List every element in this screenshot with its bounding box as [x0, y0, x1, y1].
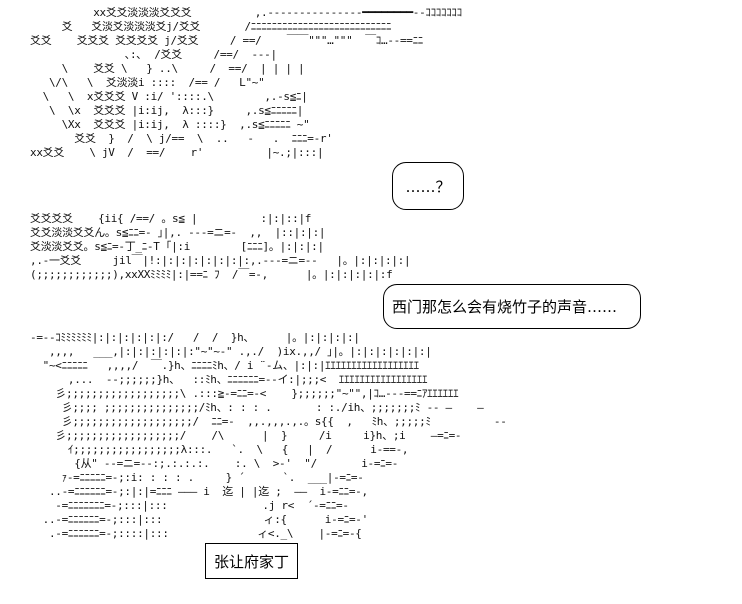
ascii-art-line: ｧ-=ﾆﾆﾆﾆﾆ=-;:i: : : : . } ´ `. ___|-=ﾆ=-	[30, 471, 364, 484]
ascii-art-line: (;;;;;;;;;;;;),xxXXﾐﾐﾐﾐ|:|==ﾆ ﾌ /￣=-, |。…	[30, 268, 393, 281]
character-name-box: 张让府家丁	[205, 543, 298, 579]
ascii-art-line: -=--ｺﾐﾐﾐﾐﾐﾐ|:|:|:|:|:|:/ / / }h、 |。|:|:|…	[30, 331, 360, 344]
ascii-art-line: 爻爻淡淡爻爻ん。s≦ﾆﾆ=- ｣|,. ---=ニ=- ,, |::|:|:|	[30, 226, 326, 239]
ascii-art-line: 爻爻爻爻 {ii{ /==/ 。s≦ | :|:|::|f	[30, 212, 312, 225]
ascii-art-line: 爻爻 } / \ j/== \ .. - . ﾆﾆﾆ=-r'	[30, 132, 333, 145]
ascii-art-line: ｲ;;;;;;;;;;;;;;;;;λ:::. `. \ { | / i-==-…	[30, 443, 409, 456]
ascii-art-line: .-=ﾆﾆﾆﾆﾆﾆ=-;::::|::: ィ<._\ |-=ﾆ=-{	[30, 527, 362, 540]
speech-text: 西门那怎么会有烧竹子的声音……	[392, 298, 618, 316]
ascii-art-line: \ \ x爻爻爻 V :i/ '::::.\ ,.-s≦ﾆ|	[30, 90, 308, 103]
ascii-art-line: 彡;;;;;;;;;;;;;;;;;;;/ ﾆﾆ=- ,,.,,,.,.。s{{…	[30, 415, 507, 428]
ascii-art-line: ..-=ﾆﾆﾆﾆﾆﾆ=-;:::|::: ィ:{ i-=ﾆ=-'	[30, 513, 369, 526]
ascii-art-line: 爻 爻淡爻淡淡淡爻j/爻爻 /ﾆﾆﾆﾆﾆﾆﾆﾆﾆﾆﾆﾆﾆﾆﾆﾆﾆﾆﾆﾆﾆﾆﾆﾆﾆ…	[30, 20, 392, 33]
ascii-art-line: ,,,, ___,|:|:|:|:|:|:"~"~-" .,./ )ix.,,/…	[30, 345, 432, 358]
ascii-art-line: "~<ﾆﾆﾆﾆﾆ ,,,,/ ￣.}h、ﾆﾆﾆﾆﾐh、/ i ¨-ム、|:|:|…	[30, 359, 419, 372]
speech-text: ……？	[405, 177, 451, 196]
ascii-art-line: 彡;;;; ;;;;;;;;;;;;;;;/ﾐh、: : : . : :./ih…	[30, 401, 484, 414]
speech-bubble-question: ……？	[392, 162, 464, 210]
speech-bubble-main: 西门那怎么会有烧竹子的声音……	[383, 284, 641, 329]
ascii-art-line: 彡;;;;;;;;;;;;;;;;;;/ /\ | } /i i}h、;i —=…	[30, 429, 462, 442]
ascii-art-line: \Xx 爻爻爻 |i:ij, λ ::::} ,.s≦ﾆﾆﾆﾆﾆ ~"	[30, 118, 310, 131]
ascii-art-line: ..-=ﾆﾆﾆﾆﾆﾆ=-;:|:|=ﾆﾆﾆ ——— i 迄 | |迄 ; —— …	[30, 485, 368, 498]
ascii-art-line: xx爻爻 \ jV / ==/ r' |~.;|:::|	[30, 146, 324, 159]
ascii-art-line: \ \x 爻爻爻 |i:ij, λ:::} ,.s≦ﾆﾆﾆﾆﾆ|	[30, 104, 304, 117]
ascii-art-illustration: xx爻爻淡淡淡爻爻爻 ,.---------------━━━━━━━━--ｺｺ…	[30, 6, 641, 581]
ascii-art-line: \ 爻爻 \ } ..\ / ==/ | | | |	[30, 62, 305, 75]
ascii-art-line: ,.-一爻爻 jil￣|!:|:|:|:|:|:|:|:,.---=ニ=-- |…	[30, 254, 411, 267]
ascii-art-line: 爻爻 爻爻爻 爻爻爻爻 j/爻爻 / ==/ ￣￣"""…""" ￣ｺ…--==…	[30, 34, 424, 47]
ascii-art-line: ,... --;;;;;;}h、 ::ﾐh、ﾆﾆﾆﾆﾆﾆ=--イ:|;;;< ｴ…	[30, 373, 428, 386]
ascii-art-line: {从" --=ニ=--:;.:.:.:. :. \ >-' "/ i-=ﾆ=-	[30, 457, 399, 470]
ascii-art-line: -=ﾆﾆﾆﾆﾆﾆﾆ=-;:::|::: .j r< ´-=ﾆﾆ=-	[30, 499, 349, 512]
ascii-art-line: xx爻爻淡淡淡爻爻爻 ,.---------------━━━━━━━━--ｺｺ…	[30, 6, 462, 19]
ascii-art-line: 爻淡淡爻爻。s≦ﾆ=-丁_ﾆ-T ｢|:i [ﾆﾆﾆ]。|:|:|:|	[30, 240, 324, 253]
ascii-art-line: ､:､ /爻爻 /==/ ---|	[30, 48, 277, 61]
ascii-art-line: \/\ \ 爻淡淡i :::: /== / L"~"	[30, 76, 265, 89]
ascii-art-line: 彡;;;;;;;;;;;;;;;;;;\ .:::≧-=ﾆﾆ=-< };;;;;…	[30, 387, 459, 400]
character-name: 张让府家丁	[213, 552, 289, 571]
